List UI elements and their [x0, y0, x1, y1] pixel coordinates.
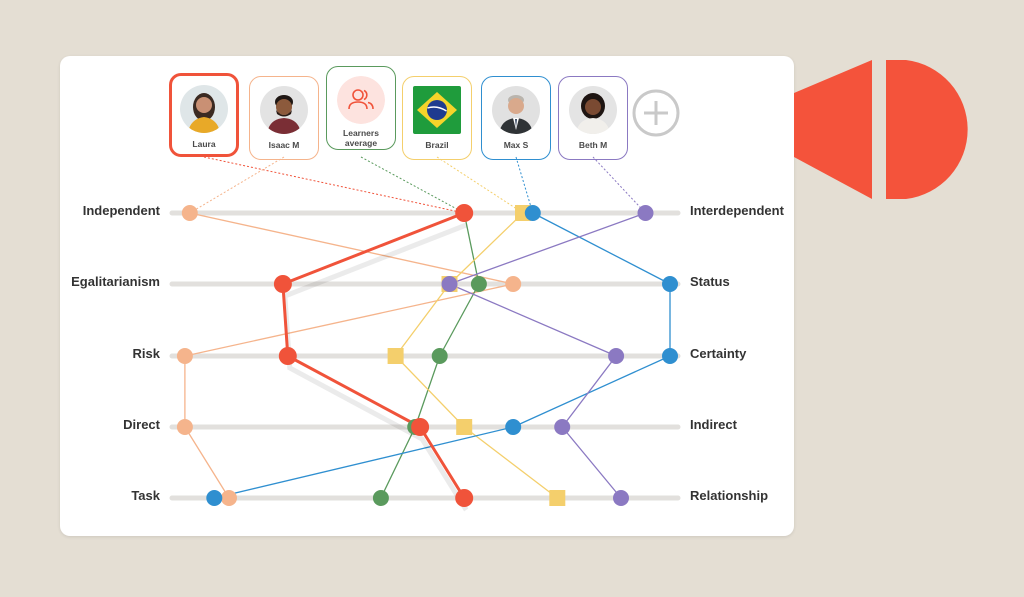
profile-connector [203, 156, 465, 214]
avatar [260, 86, 308, 134]
profile-label: Beth M [578, 140, 608, 150]
profile-isaac-m[interactable]: Isaac M [249, 76, 319, 160]
plus-circle-icon [632, 89, 680, 137]
chart-canvas [169, 156, 681, 512]
profile-label: Brazil [425, 140, 449, 150]
series-shadow [282, 222, 469, 512]
data-point [662, 348, 678, 364]
data-point [455, 489, 474, 507]
row-left-label: Independent [82, 203, 160, 218]
avatar [569, 86, 617, 134]
group-icon [337, 76, 385, 124]
profile-max-s[interactable]: Max S [481, 76, 551, 160]
row-left-label: Direct [123, 417, 160, 432]
data-point [411, 418, 430, 436]
row-right-label: Interdependent [690, 203, 784, 218]
profile-label: Learners average [343, 128, 379, 148]
profile-label: Isaac M [268, 140, 300, 150]
chart-panel: Laura Isaac M Learners average [60, 56, 794, 536]
add-profile-button[interactable] [632, 89, 680, 137]
profile-brazil[interactable]: Brazil [402, 76, 472, 160]
data-point [549, 490, 566, 506]
profile-label: Max S [503, 140, 529, 150]
avatar [337, 76, 385, 124]
avatar [492, 86, 540, 134]
row-right-label: Certainty [690, 346, 747, 361]
profile-learners-average[interactable]: Learners average [326, 66, 396, 150]
profile-connector [189, 156, 285, 214]
data-point [613, 490, 629, 506]
data-point [608, 348, 625, 364]
data-point [662, 276, 678, 292]
data-point [554, 419, 571, 435]
data-point [505, 419, 522, 435]
row-right-label: Relationship [690, 488, 769, 503]
data-point [273, 275, 292, 293]
profile-beth-m[interactable]: Beth M [558, 76, 628, 160]
data-point [470, 276, 487, 292]
data-point [176, 419, 193, 435]
profile-connector [515, 156, 534, 214]
data-point [176, 348, 193, 364]
profile-laura[interactable]: Laura [169, 73, 239, 157]
row-right-label: Indirect [690, 417, 737, 432]
data-point [278, 347, 297, 365]
data-point [455, 204, 474, 222]
data-point [221, 490, 237, 506]
data-point [505, 276, 522, 292]
profile-connector [436, 156, 524, 214]
data-point [637, 205, 654, 221]
row-left-label: Task [131, 488, 160, 503]
brand-logo [794, 60, 968, 199]
row-left-label: Risk [132, 346, 160, 361]
data-point [431, 348, 448, 364]
row-right-label: Status [690, 274, 730, 289]
row-left-label: Egalitarianism [71, 274, 160, 289]
profile-label: Laura [192, 139, 216, 149]
data-point [441, 276, 458, 292]
data-point [456, 419, 473, 435]
data-point [387, 348, 404, 364]
data-point [372, 490, 389, 506]
data-point [181, 205, 198, 221]
profile-connector [592, 156, 646, 214]
data-point [206, 490, 223, 506]
profile-connector [360, 156, 465, 214]
avatar [180, 85, 228, 133]
brazil-flag [413, 86, 461, 134]
data-point [524, 205, 541, 221]
